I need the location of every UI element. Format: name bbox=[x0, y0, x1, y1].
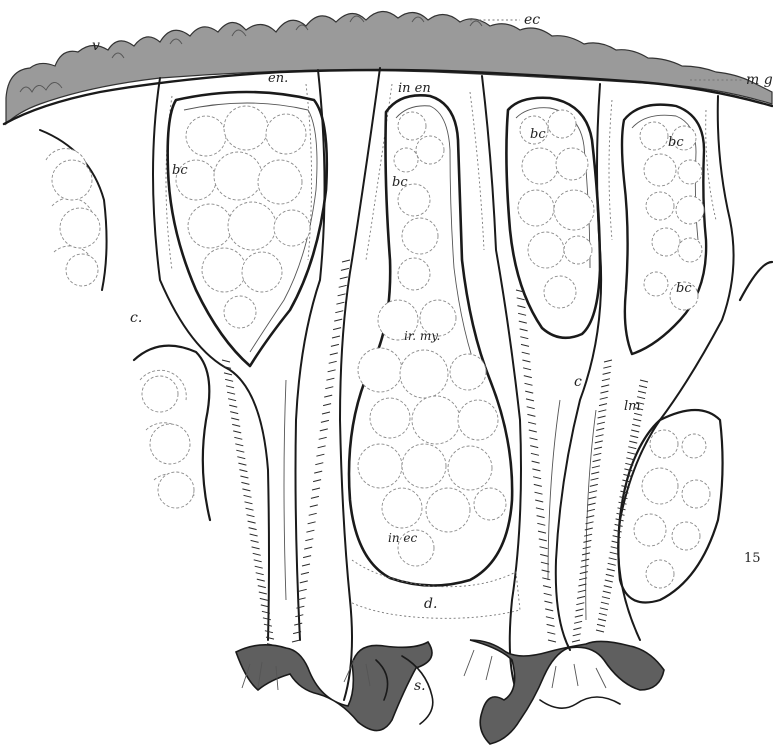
label-lm: lm bbox=[624, 399, 641, 414]
globule-cell bbox=[228, 202, 276, 250]
top-epithelium bbox=[4, 11, 772, 124]
globule-cell bbox=[544, 276, 576, 308]
label-bc-2: bc bbox=[392, 175, 408, 190]
globule-cell bbox=[646, 560, 674, 588]
globule-cell bbox=[554, 190, 594, 230]
label-ir-my: ir. my. bbox=[404, 329, 440, 343]
muscle-hatch-run bbox=[516, 290, 556, 642]
label-c-1: c. bbox=[130, 310, 142, 326]
globule-cell bbox=[682, 480, 710, 508]
globule-cell bbox=[402, 444, 446, 488]
globule-cell bbox=[672, 522, 700, 550]
globule-cell bbox=[358, 444, 402, 488]
globule-cell bbox=[402, 218, 438, 254]
globule-cell bbox=[640, 122, 668, 150]
globule-cell bbox=[644, 154, 676, 186]
globule-cell bbox=[634, 514, 666, 546]
label-en: en. bbox=[268, 71, 288, 86]
globule-cell bbox=[266, 114, 306, 154]
globule-cell bbox=[522, 148, 558, 184]
globule-cell bbox=[394, 148, 418, 172]
globule-cell bbox=[650, 430, 678, 458]
globule-cell bbox=[214, 152, 262, 200]
globule-cell bbox=[642, 468, 678, 504]
muscle-hatch-run bbox=[572, 360, 612, 642]
globule-cell bbox=[142, 376, 178, 412]
globule-cell bbox=[518, 190, 554, 226]
globule-cell bbox=[382, 488, 422, 528]
label-in-en: in en bbox=[398, 81, 431, 96]
globule-cell bbox=[676, 196, 704, 224]
globule-cell bbox=[358, 348, 402, 392]
globule-cell bbox=[548, 110, 576, 138]
globule-cell bbox=[644, 272, 668, 296]
globule-cell bbox=[678, 238, 702, 262]
globule-cell bbox=[412, 396, 460, 444]
label-in-ec: in ec bbox=[388, 531, 417, 545]
globule-cell bbox=[564, 236, 592, 264]
label-ec: ec bbox=[524, 12, 540, 28]
globule-cell bbox=[556, 148, 588, 180]
label-bc-1: bc bbox=[172, 163, 188, 178]
label-mg: m g bbox=[746, 72, 773, 88]
globule-cell bbox=[370, 398, 410, 438]
globule-cell bbox=[158, 472, 194, 508]
label-bc-3: bc bbox=[530, 127, 546, 142]
globule-cell bbox=[224, 106, 268, 150]
globule-cell bbox=[224, 296, 256, 328]
globule-cell bbox=[202, 248, 246, 292]
globule-cell bbox=[258, 160, 302, 204]
plate-number: 15 bbox=[744, 551, 761, 566]
globule-cell bbox=[150, 424, 190, 464]
globule-cell bbox=[528, 232, 564, 268]
label-v: v bbox=[92, 38, 100, 54]
globule-cell bbox=[652, 228, 680, 256]
globule-cell bbox=[52, 160, 92, 200]
globule-cell bbox=[274, 210, 310, 246]
globule-cell bbox=[682, 434, 706, 458]
basal-tissue bbox=[236, 640, 664, 744]
globule-cell bbox=[474, 488, 506, 520]
globule-cell bbox=[450, 354, 486, 390]
globule-cell bbox=[188, 204, 232, 248]
globule-cell bbox=[400, 350, 448, 398]
globule-cell bbox=[678, 160, 702, 184]
globule-cell bbox=[426, 488, 470, 532]
label-s: s. bbox=[414, 678, 426, 694]
globule-cell bbox=[186, 116, 226, 156]
globule-cell bbox=[646, 192, 674, 220]
globule-cell bbox=[66, 254, 98, 286]
globule-cell bbox=[242, 252, 282, 292]
globule-cell bbox=[448, 446, 492, 490]
label-d: d. bbox=[424, 596, 437, 612]
globule-cell bbox=[458, 400, 498, 440]
label-c-2: c bbox=[574, 374, 582, 390]
globule-cell bbox=[416, 136, 444, 164]
globule-group bbox=[52, 106, 710, 588]
label-bc-4: bc bbox=[668, 135, 684, 150]
globule-cell bbox=[398, 258, 430, 290]
globule-cell bbox=[398, 112, 426, 140]
globule-cell bbox=[60, 208, 100, 248]
label-bc-5: bc bbox=[676, 281, 692, 296]
